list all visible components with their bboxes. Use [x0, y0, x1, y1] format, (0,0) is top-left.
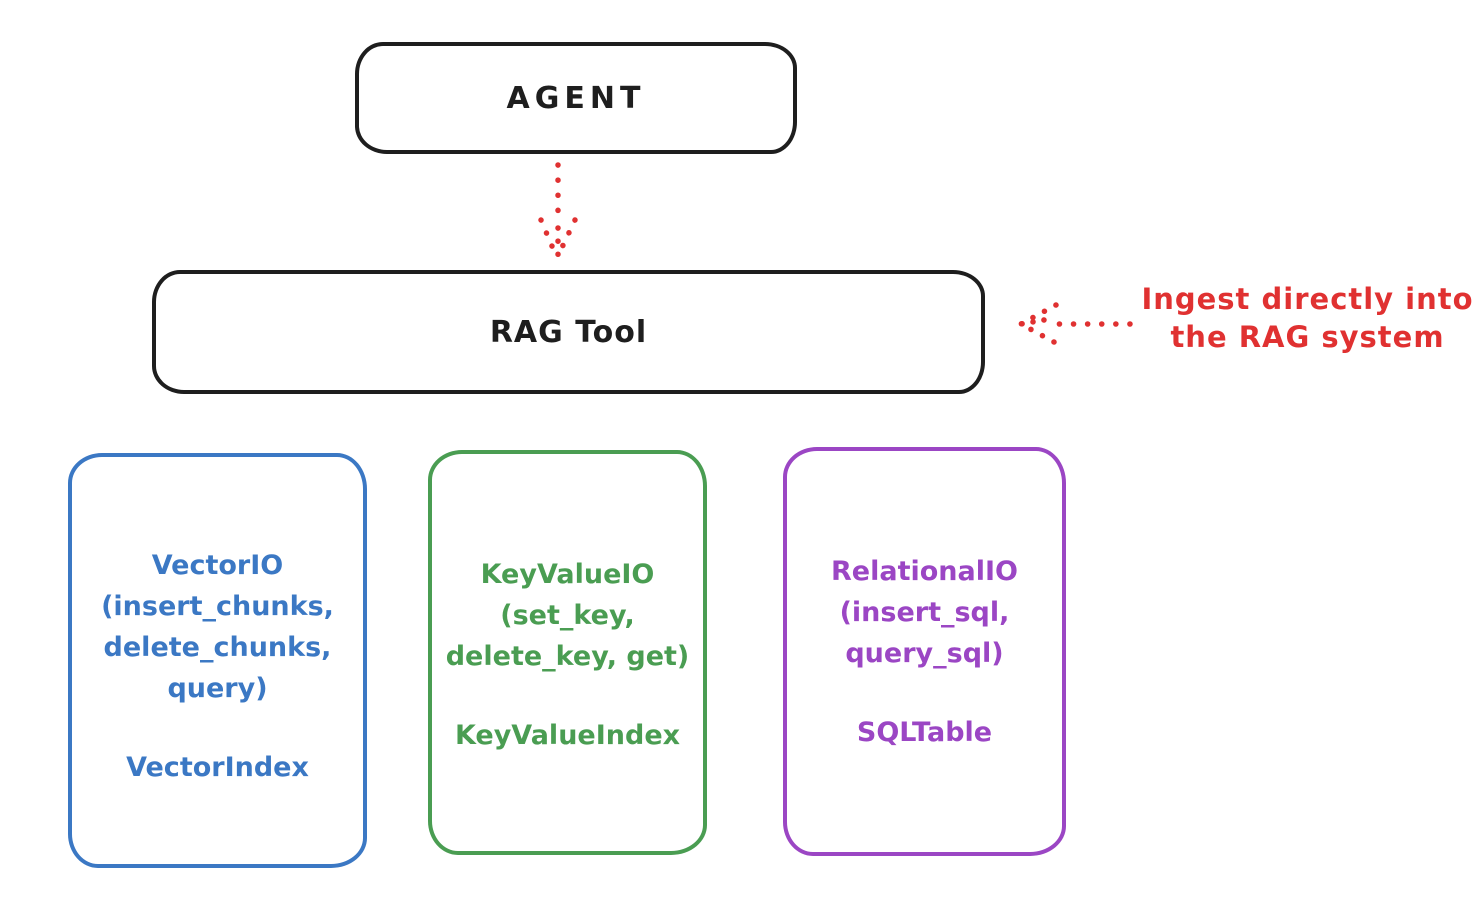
vector-io-box: VectorIO (insert_chunks, delete_chunks, …: [68, 453, 367, 868]
rag-tool-label: RAG Tool: [489, 314, 648, 350]
keyvalue-index-label: KeyValueIndex: [454, 720, 681, 751]
vector-io-methods: VectorIO (insert_chunks, delete_chunks, …: [101, 550, 334, 704]
agent-to-ragtool-arrow-icon: [538, 162, 578, 261]
keyvalue-io-methods: KeyValueIO (set_key, delete_key, get): [445, 559, 690, 672]
sql-table-label: SQLTable: [856, 717, 993, 748]
ingest-annotation: Ingest directly into the RAG system: [1135, 280, 1480, 356]
relational-io-methods: RelationalIO (insert_sql, query_sql): [831, 556, 1018, 669]
ingest-arrow-icon: [1018, 302, 1133, 345]
agent-label: AGENT: [506, 80, 646, 116]
keyvalue-io-box: KeyValueIO (set_key, delete_key, get) Ke…: [428, 450, 707, 855]
ingest-annotation-line-1: Ingest directly into: [1141, 282, 1474, 316]
agent-box: AGENT: [355, 42, 797, 154]
vector-index-label: VectorIndex: [126, 752, 309, 783]
ingest-annotation-line-2: the RAG system: [1170, 320, 1445, 354]
rag-tool-box: RAG Tool: [152, 270, 985, 394]
relational-io-box: RelationalIO (insert_sql, query_sql) SQL…: [783, 447, 1066, 856]
